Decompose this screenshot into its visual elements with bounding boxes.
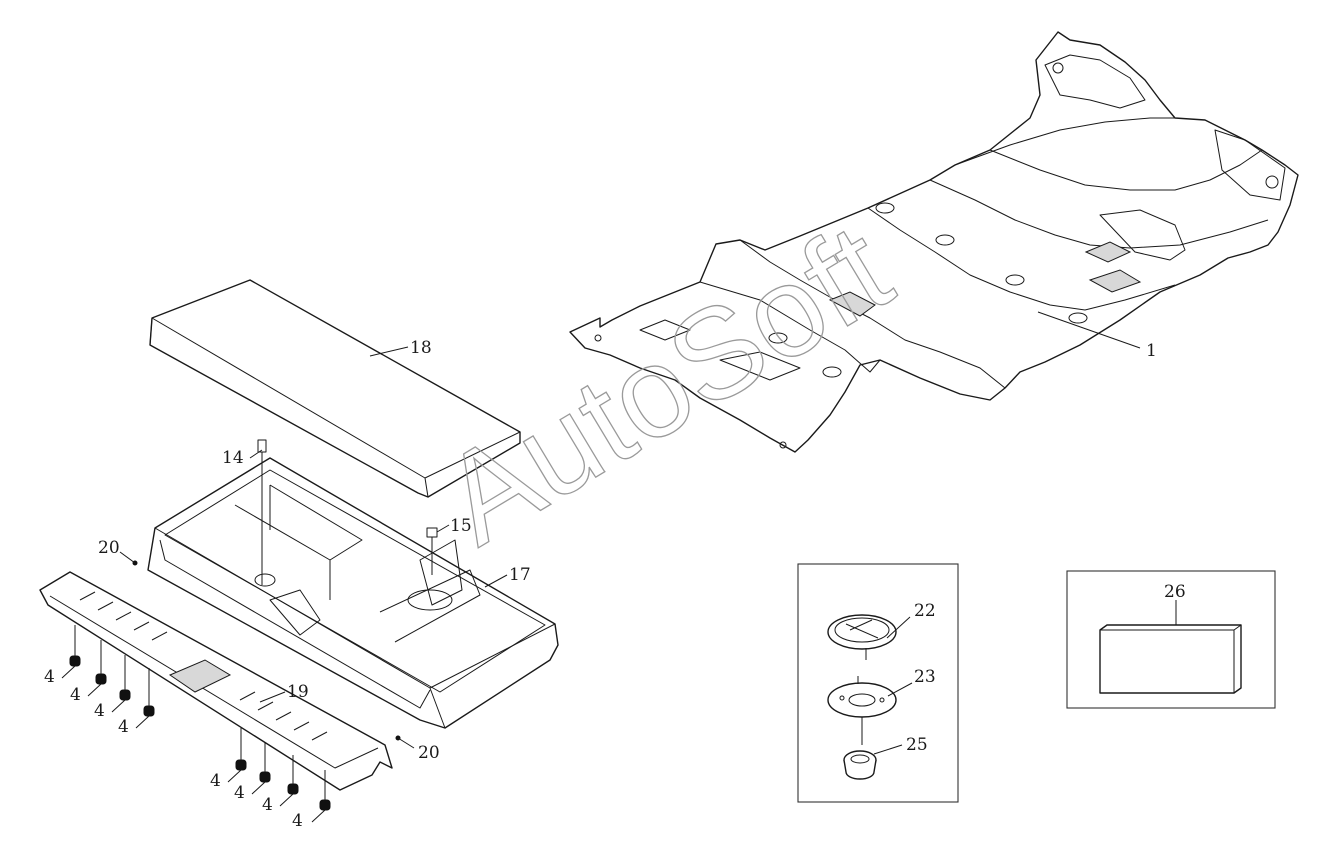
plug-25 <box>843 750 877 780</box>
callout-4-g: 4 <box>262 795 273 815</box>
floor-carpet <box>569 31 1299 453</box>
callout-20-lower: 20 <box>418 743 440 763</box>
callout-4-b: 4 <box>70 685 81 705</box>
callout-4-a: 4 <box>44 667 55 687</box>
callout-1: 1 <box>1146 341 1157 361</box>
ring-23 <box>827 676 897 745</box>
callout-labels: 1 18 14 15 17 20 20 19 4 4 4 4 4 4 4 4 2… <box>44 338 1186 831</box>
part-26-box <box>1066 570 1276 709</box>
callout-14: 14 <box>222 448 244 468</box>
callout-19: 19 <box>287 682 309 702</box>
callout-4-e: 4 <box>210 771 221 791</box>
callout-25: 25 <box>906 735 928 755</box>
callout-22: 22 <box>914 601 936 621</box>
callout-18: 18 <box>410 338 432 358</box>
callout-4-h: 4 <box>292 811 303 831</box>
callout-26: 26 <box>1164 582 1186 602</box>
storage-tray <box>147 457 559 729</box>
callout-15: 15 <box>450 516 472 536</box>
cover-board <box>149 279 521 498</box>
leader-lines <box>61 311 1177 823</box>
bolt-15 <box>426 527 438 575</box>
callout-4-d: 4 <box>118 717 129 737</box>
cap-assembly-box <box>797 563 959 803</box>
trim-panel-ribs <box>79 591 328 741</box>
callout-4-f: 4 <box>234 783 245 803</box>
callout-4-c: 4 <box>94 701 105 721</box>
callout-20-upper: 20 <box>98 538 120 558</box>
callout-17: 17 <box>509 565 531 585</box>
callout-23: 23 <box>914 667 936 687</box>
cap-22 <box>827 614 897 660</box>
trim-panel <box>39 571 393 791</box>
fasteners <box>69 439 438 811</box>
bolt-14 <box>257 439 267 585</box>
